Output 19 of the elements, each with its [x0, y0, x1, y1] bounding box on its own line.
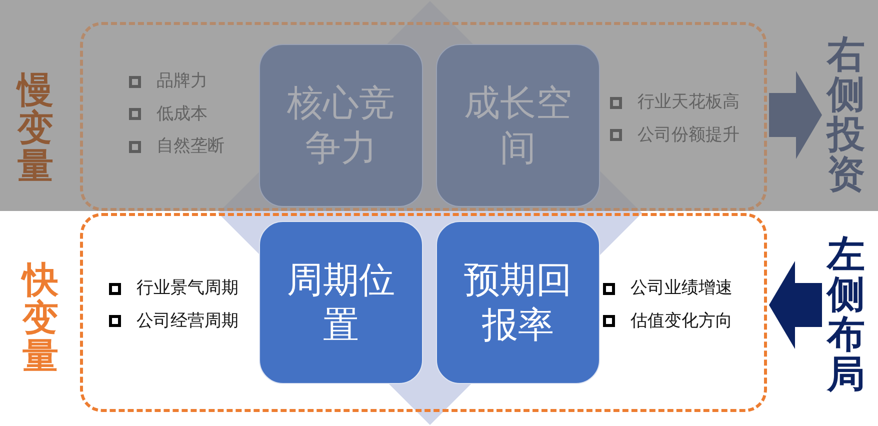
bullet-text: 行业景气周期: [136, 278, 238, 299]
side-label: 右侧投资: [824, 35, 868, 195]
node-label: 成长空间: [463, 82, 573, 170]
bullet-text: 品牌力: [156, 71, 208, 92]
bullet-text: 公司业绩增速: [630, 278, 732, 299]
bullet-text: 低成本: [156, 104, 208, 124]
bullet-text: 公司份额提升: [638, 124, 740, 146]
row-heading: 快变量: [20, 262, 60, 376]
bullet-text: 公司经营周期: [136, 310, 238, 332]
side-label: 左侧布局: [824, 235, 868, 395]
node-label: 预期回报率: [463, 258, 573, 348]
bullet-text: 行业天花板高: [638, 92, 740, 113]
bullet-text: 估值变化方向: [630, 310, 732, 332]
bullet-text: 自然垄断: [156, 136, 224, 157]
block-arrow: [769, 261, 822, 349]
row-heading: 慢变量: [15, 72, 55, 186]
node-label: 周期位置: [286, 258, 396, 348]
node-label: 核心竞争力: [286, 82, 396, 170]
block-arrow: [769, 71, 822, 159]
